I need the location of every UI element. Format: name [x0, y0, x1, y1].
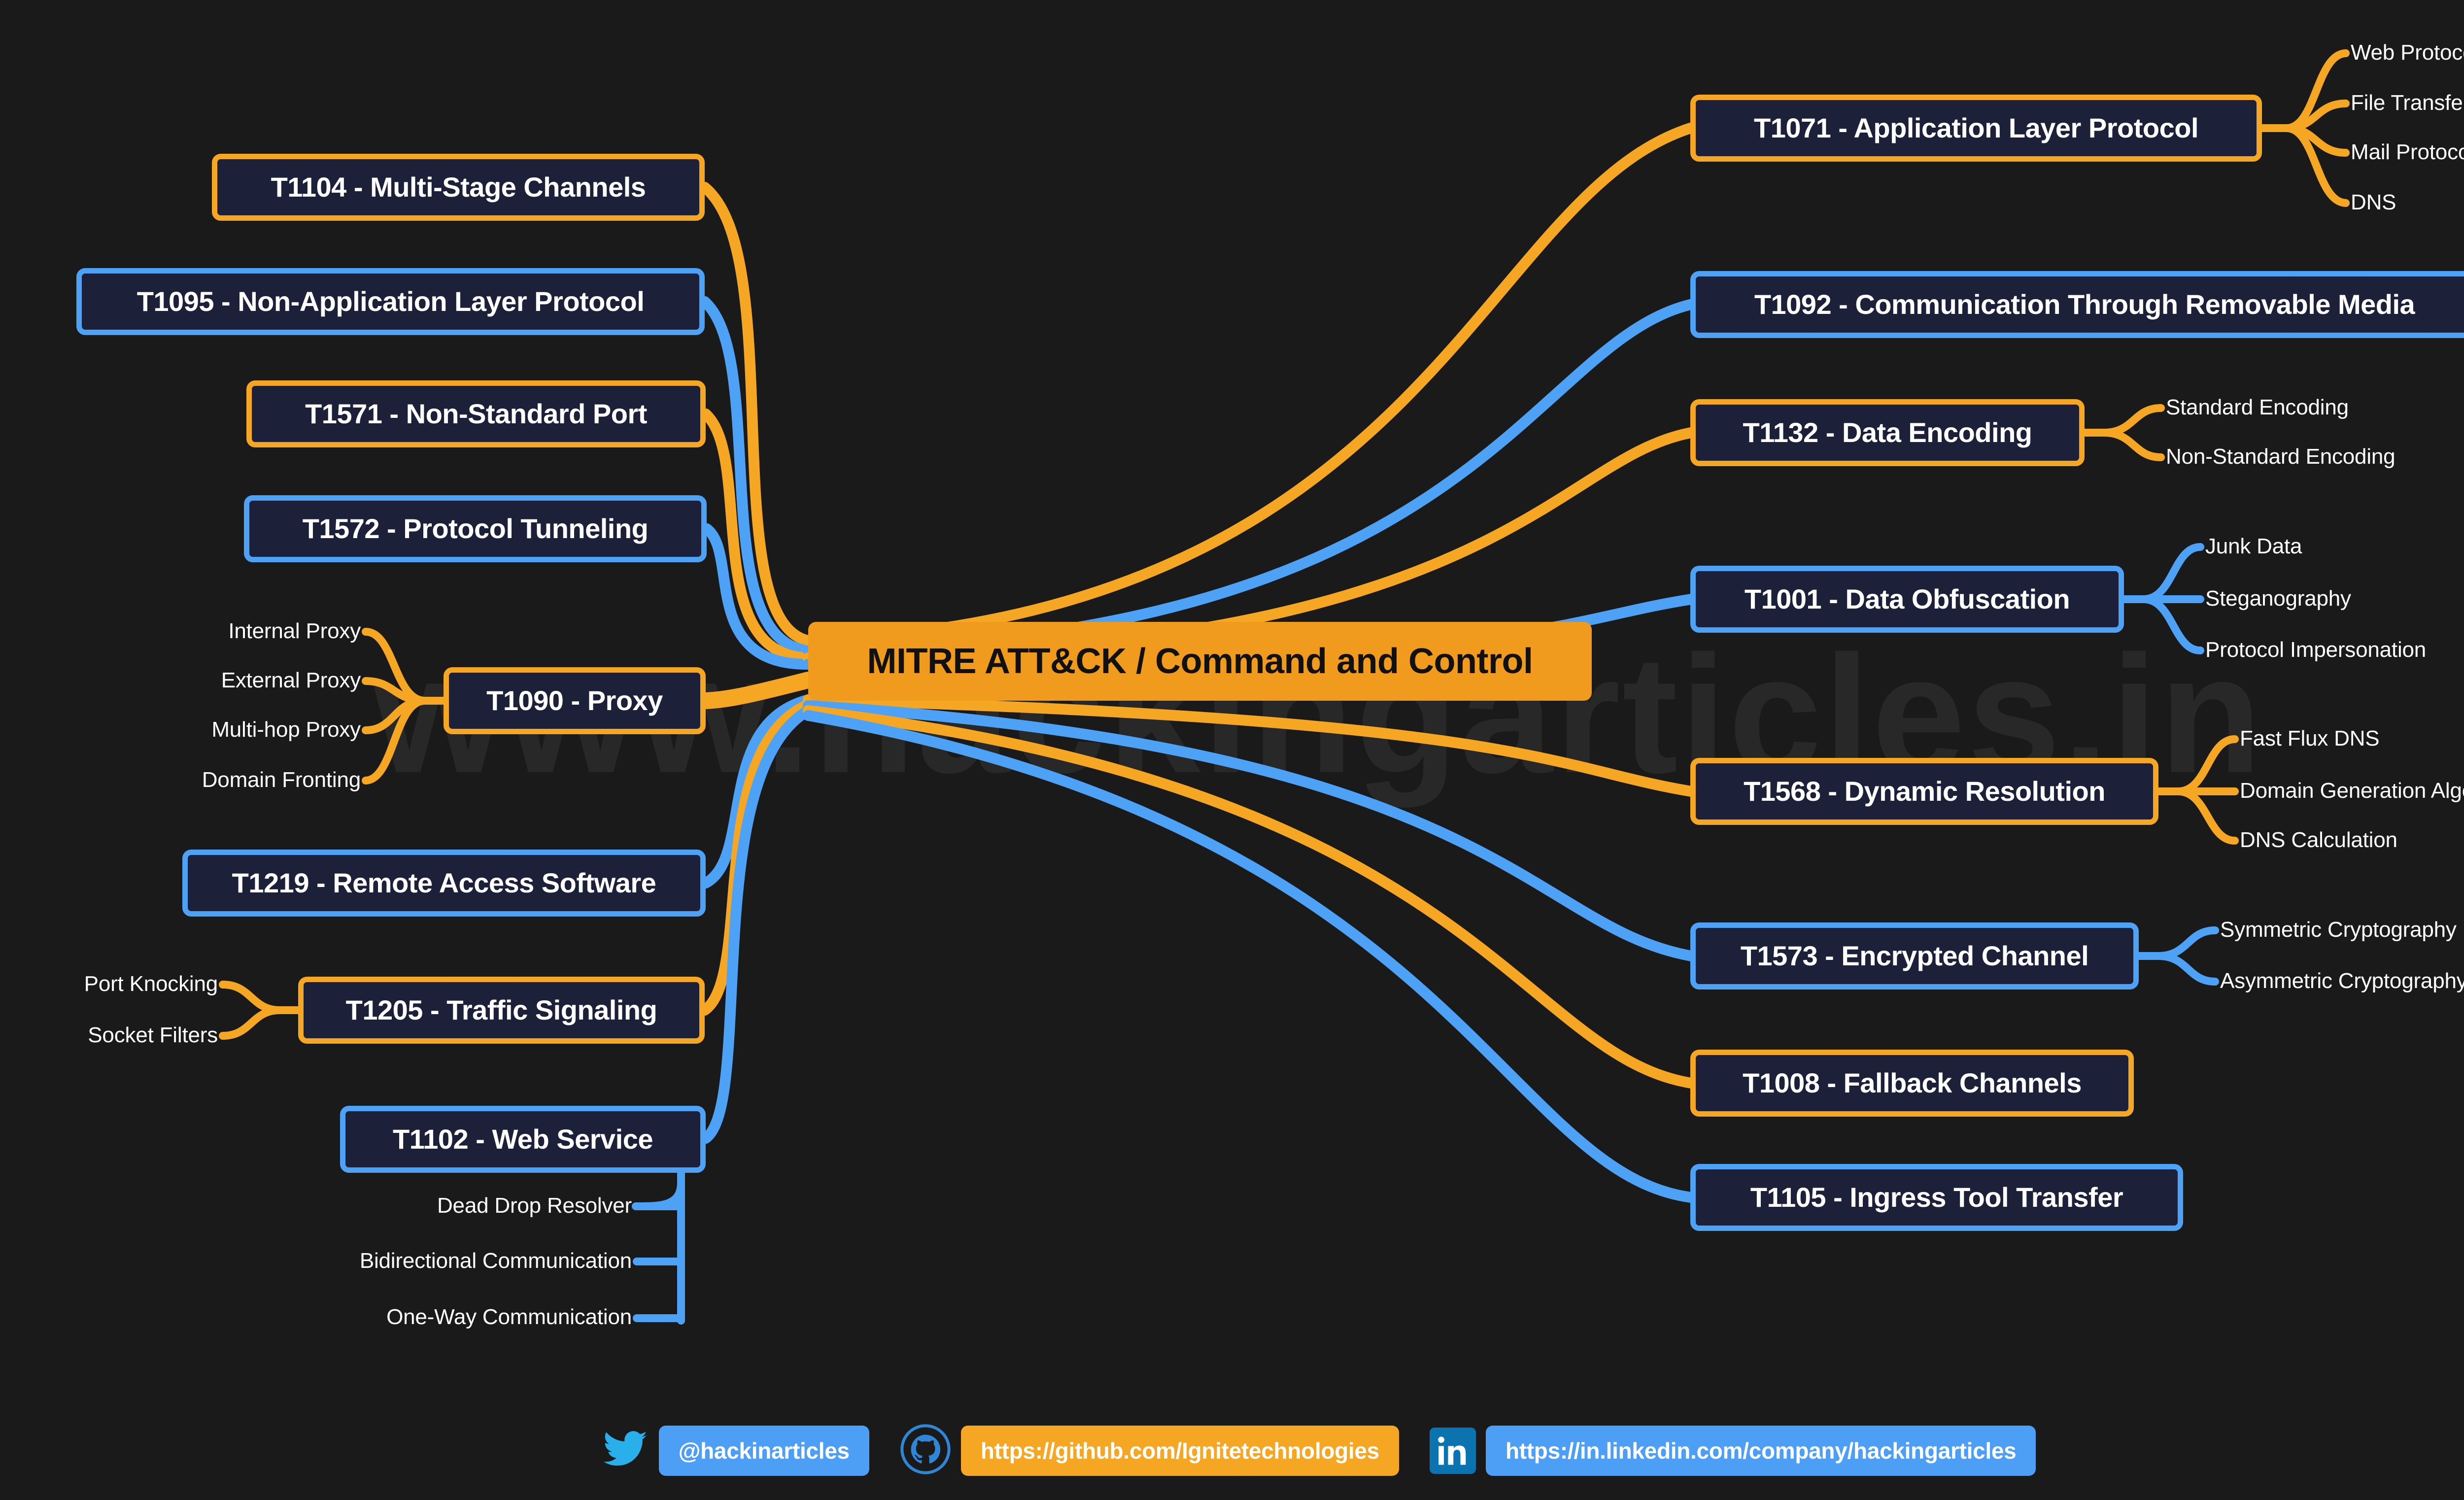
node-T1090[interactable]: T1090 - Proxy	[444, 667, 706, 734]
node-T1102-label: T1102 - Web Service	[393, 1123, 653, 1155]
node-T1219-label: T1219 - Remote Access Software	[232, 867, 656, 898]
link-T1090-internal-proxy	[362, 628, 447, 705]
node-T1095[interactable]: T1095 - Non-Application Layer Protocol	[76, 268, 705, 335]
leaf-bidirectional-communication[interactable]: Bidirectional Communication	[359, 1249, 632, 1273]
node-T1102[interactable]: T1102 - Web Service	[340, 1106, 706, 1173]
node-T1008[interactable]: T1008 - Fallback Channels	[1690, 1050, 2134, 1117]
leaf-fast-flux-dns[interactable]: Fast Flux DNS	[2240, 726, 2380, 750]
link-hub-T1571	[700, 409, 814, 663]
link-hub-T1568	[803, 694, 1697, 797]
node-T1132-label: T1132 - Data Encoding	[1743, 416, 2033, 448]
node-T1104[interactable]: T1104 - Multi-Stage Channels	[212, 154, 705, 221]
node-T1219[interactable]: T1219 - Remote Access Software	[182, 850, 706, 917]
node-T1090-label: T1090 - Proxy	[486, 684, 663, 716]
link-T1071-dns	[2258, 124, 2350, 207]
twitter-icon	[602, 1426, 649, 1475]
leaf-file-transfer-protocols[interactable]: File Transfer Protocols	[2351, 91, 2464, 115]
node-T1095-label: T1095 - Non-Application Layer Protocol	[137, 285, 645, 317]
node-T1568[interactable]: T1568 - Dynamic Resolution	[1690, 758, 2158, 825]
leaf-symmetric-cryptography[interactable]: Symmetric Cryptography	[2220, 918, 2457, 942]
node-T1571[interactable]: T1571 - Non-Standard Port	[246, 380, 706, 447]
leaf-one-way-communication[interactable]: One-Way Communication	[386, 1305, 632, 1329]
node-T1092[interactable]: T1092 - Communication Through Removable …	[1690, 271, 2464, 338]
leaf-domain-fronting[interactable]: Domain Fronting	[202, 768, 361, 792]
link-T1568-fast-flux-dns	[2155, 735, 2239, 795]
link-T1001-protocol-impersonation	[2120, 595, 2204, 654]
leaf-socket-filters[interactable]: Socket Filters	[88, 1023, 218, 1047]
leaf-domain-generation-algorithms[interactable]: Domain Generation Algorithms	[2240, 779, 2464, 803]
node-T1104-label: T1104 - Multi-Stage Channels	[271, 171, 646, 203]
leaf-mail-protocols[interactable]: Mail Protocols	[2351, 140, 2464, 164]
linkedin-icon	[1429, 1427, 1476, 1474]
leaf-protocol-impersonation[interactable]: Protocol Impersonation	[2205, 638, 2427, 662]
leaf-standard-encoding[interactable]: Standard Encoding	[2166, 395, 2349, 419]
link-hub-T1090	[697, 672, 817, 709]
link-T1205-socket-filters	[219, 1006, 302, 1040]
leaf-junk-data[interactable]: Junk Data	[2205, 534, 2302, 558]
center-node-label: MITRE ATT&CK / Command and Control	[867, 642, 1533, 681]
node-T1071[interactable]: T1071 - Application Layer Protocol	[1690, 95, 2262, 162]
link-hub-T1572	[701, 523, 814, 670]
leaf-steganography[interactable]: Steganography	[2205, 586, 2351, 611]
link-hub-T1105	[803, 710, 1697, 1203]
link-T1001-junk-data	[2120, 543, 2204, 603]
leaf-web-protocols[interactable]: Web Protocols	[2351, 40, 2464, 65]
center-node[interactable]: MITRE ATT&CK / Command and Control	[808, 622, 1592, 701]
github-url[interactable]: https://github.com/Ignitetechnologies	[960, 1425, 1399, 1476]
node-T1571-label: T1571 - Non-Standard Port	[305, 398, 647, 429]
twitter-handle[interactable]: @hackinarticles	[658, 1425, 869, 1476]
link-T1573-asymmetric-cryptography	[2135, 952, 2219, 986]
social-footer: @hackinarticles https://github.com/Ignit…	[0, 1424, 2464, 1477]
node-T1205[interactable]: T1205 - Traffic Signaling	[298, 977, 705, 1044]
node-T1071-label: T1071 - Application Layer Protocol	[1753, 112, 2199, 143]
leaf-non-standard-encoding[interactable]: Non-Standard Encoding	[2166, 444, 2396, 469]
link-hub-T1095	[699, 296, 814, 656]
linkedin-url[interactable]: https://in.linkedin.com/company/hackinga…	[1485, 1425, 2036, 1476]
leaf-external-proxy[interactable]: External Proxy	[221, 668, 361, 692]
link-hub-T1102	[700, 705, 814, 1144]
node-T1092-label: T1092 - Communication Through Removable …	[1754, 288, 2415, 320]
github-group[interactable]: https://github.com/Ignitetechnologies	[900, 1424, 1399, 1477]
node-T1573-label: T1573 - Encrypted Channel	[1740, 940, 2089, 971]
node-T1008-label: T1008 - Fallback Channels	[1743, 1067, 2082, 1098]
link-T1071-web-protocols	[2258, 49, 2350, 132]
leaf-asymmetric-cryptography[interactable]: Asymmetric Cryptography	[2220, 969, 2464, 993]
node-T1001-label: T1001 - Data Obfuscation	[1744, 583, 2070, 614]
node-T1105-label: T1105 - Ingress Tool Transfer	[1750, 1181, 2123, 1213]
link-hub-T1219	[700, 694, 814, 888]
node-T1573[interactable]: T1573 - Encrypted Channel	[1690, 922, 2139, 989]
node-T1572[interactable]: T1572 - Protocol Tunneling	[244, 495, 707, 562]
link-T1568-dns-calculation	[2155, 787, 2239, 845]
leaf-multi-hop-proxy[interactable]: Multi-hop Proxy	[211, 717, 361, 742]
node-T1001[interactable]: T1001 - Data Obfuscation	[1690, 566, 2124, 633]
leaf-dns-calculation[interactable]: DNS Calculation	[2240, 828, 2397, 852]
link-hub-T1104	[699, 182, 814, 646]
leaf-port-knocking[interactable]: Port Knocking	[84, 972, 218, 996]
leaf-dead-drop-resolver[interactable]: Dead Drop Resolver	[437, 1193, 632, 1218]
node-T1105[interactable]: T1105 - Ingress Tool Transfer	[1690, 1164, 2183, 1231]
node-T1572-label: T1572 - Protocol Tunneling	[302, 512, 649, 544]
leaf-internal-proxy[interactable]: Internal Proxy	[228, 619, 361, 643]
node-T1132[interactable]: T1132 - Data Encoding	[1690, 399, 2085, 466]
leaf-dns[interactable]: DNS	[2351, 190, 2396, 214]
node-T1568-label: T1568 - Dynamic Resolution	[1744, 775, 2105, 807]
link-T1132-non-standard-encoding	[2081, 429, 2165, 461]
link-hub-T1092	[803, 299, 1696, 656]
link-hub-T1071	[803, 123, 1696, 646]
github-icon	[900, 1424, 951, 1477]
node-T1205-label: T1205 - Traffic Signaling	[345, 994, 657, 1025]
link-T1102-dead-drop-resolver-hook	[633, 1179, 685, 1210]
link-T1090-domain-fronting	[362, 697, 447, 784]
twitter-group[interactable]: @hackinarticles	[602, 1425, 869, 1476]
link-hub-T1573	[803, 700, 1697, 961]
link-hub-T1008	[803, 705, 1697, 1089]
linkedin-group[interactable]: https://in.linkedin.com/company/hackinga…	[1429, 1425, 2036, 1476]
